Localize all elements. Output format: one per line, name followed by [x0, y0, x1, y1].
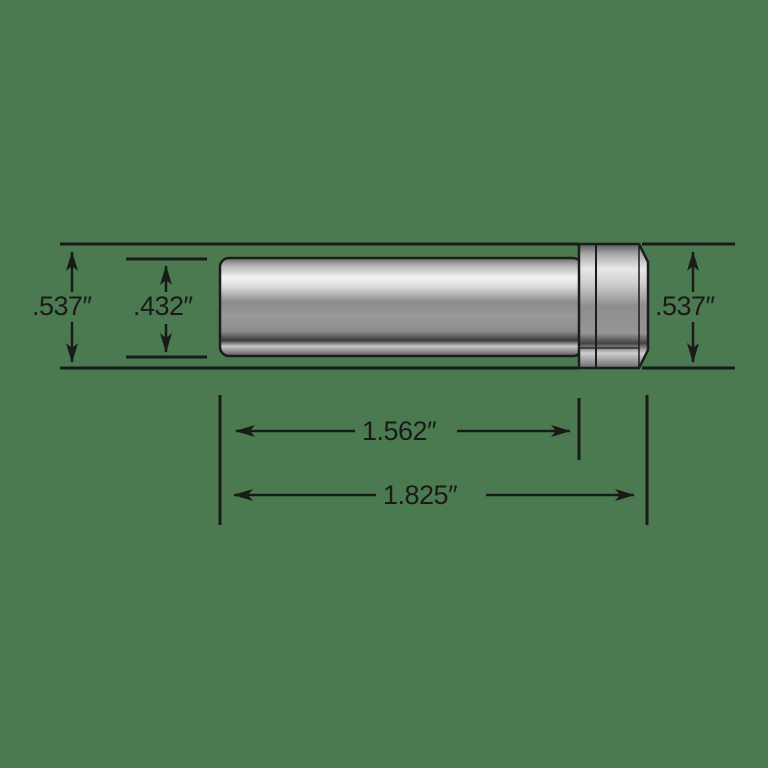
head-diameter-right-label: .537″	[655, 291, 715, 321]
length-extension-lines	[218, 395, 649, 525]
extension-lines-left	[60, 242, 578, 370]
shaft-length-label: 1.562″	[362, 416, 437, 446]
overall-length-label: 1.825″	[383, 480, 458, 510]
pin-shaft	[218, 256, 584, 358]
extension-lines-right	[642, 242, 735, 370]
extension-lines-shaft	[126, 257, 207, 359]
pin-head	[577, 242, 650, 370]
head-diameter-left-label: .537″	[32, 291, 92, 321]
shaft-diameter-label: .432″	[133, 291, 193, 321]
